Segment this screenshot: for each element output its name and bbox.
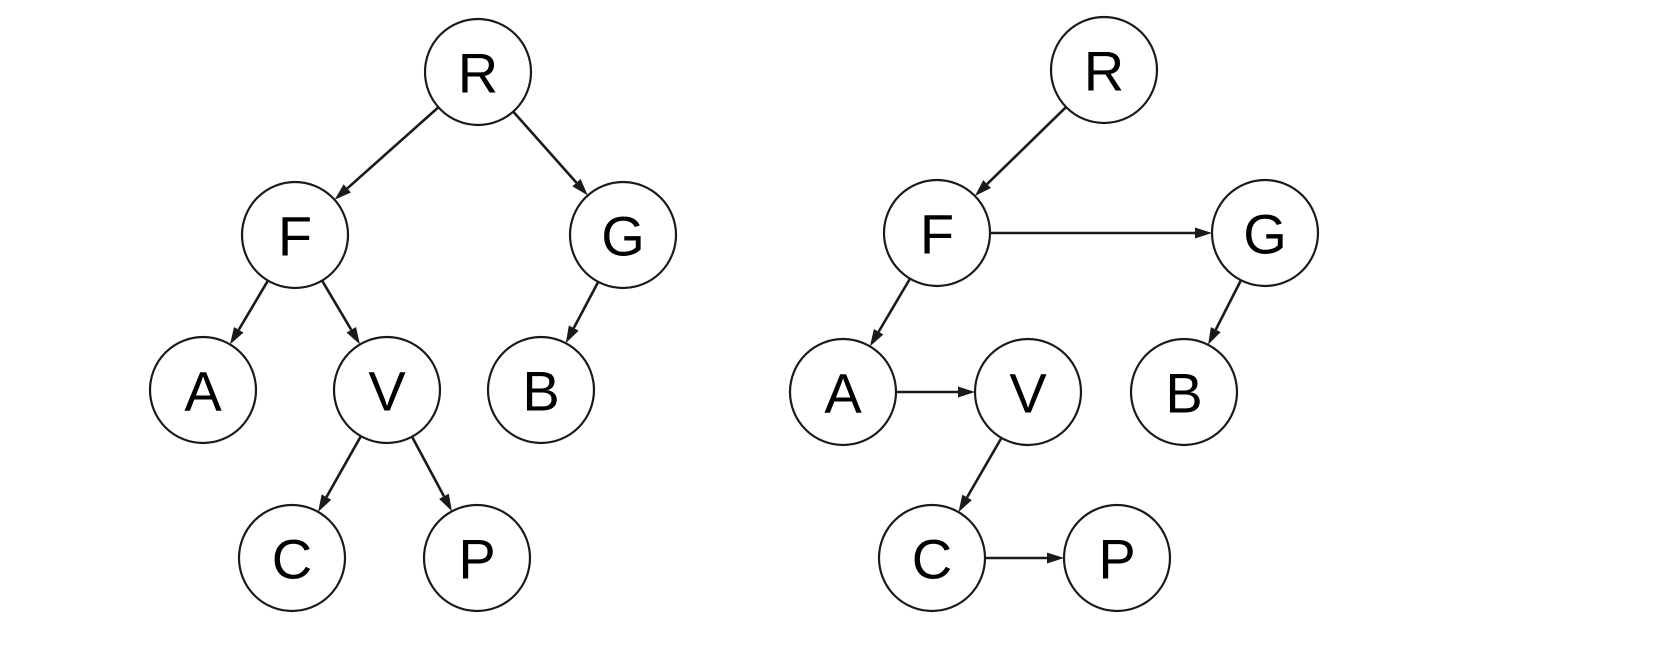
node-circle[interactable] (1062, 503, 1172, 613)
edge-G-to-B (1208, 279, 1243, 345)
arrow-head-icon (958, 494, 972, 513)
node-B[interactable]: B (486, 335, 596, 445)
arrow-head-icon (869, 328, 884, 347)
node-label: P (458, 528, 495, 591)
edge-F-to-A (869, 277, 912, 347)
node-circle[interactable] (148, 335, 258, 445)
node-circle[interactable] (332, 335, 442, 445)
node-circle[interactable] (877, 503, 987, 613)
edge-line (410, 436, 446, 497)
node-label: V (1009, 362, 1047, 425)
node-V[interactable]: V (973, 337, 1083, 447)
edge-V-to-C (958, 437, 1003, 513)
node-label: G (601, 205, 645, 268)
node-label: B (522, 360, 559, 423)
node-P[interactable]: P (422, 503, 532, 613)
edge-A-to-V (896, 386, 975, 398)
nodes-layer: R F G A V B C P R F G A V B C P (148, 15, 1320, 613)
node-circle[interactable] (486, 335, 596, 445)
node-B[interactable]: B (1129, 337, 1239, 447)
edge-line (320, 279, 353, 331)
node-label: R (458, 42, 498, 105)
edges-layer (230, 106, 1243, 564)
edge-line (877, 277, 912, 333)
node-F[interactable]: F (240, 180, 350, 290)
node-label: C (272, 528, 312, 591)
edge-V-to-C (318, 435, 363, 512)
node-label: P (1098, 528, 1135, 591)
tree-layout-graph-nodes: R F G A V B C P (148, 17, 678, 613)
node-circle[interactable] (973, 337, 1083, 447)
node-label: C (912, 528, 952, 591)
node-label: F (920, 203, 954, 266)
edge-line (1214, 279, 1243, 331)
node-C[interactable]: C (237, 503, 347, 613)
edge-F-to-G (990, 227, 1212, 239)
node-R[interactable]: R (1049, 15, 1159, 125)
edge-line (346, 106, 440, 190)
edge-line (325, 435, 363, 498)
node-circle[interactable] (422, 503, 532, 613)
edge-R-to-F (334, 106, 440, 200)
edge-G-to-B (565, 281, 600, 344)
node-circle[interactable] (1129, 337, 1239, 447)
node-A[interactable]: A (788, 337, 898, 447)
node-label: F (278, 205, 312, 268)
edge-R-to-G (512, 110, 588, 196)
node-F[interactable]: F (882, 178, 992, 288)
arrow-head-icon (958, 386, 975, 398)
arrow-head-icon (572, 179, 588, 196)
node-G[interactable]: G (1210, 178, 1320, 288)
arrow-head-icon (230, 327, 244, 345)
arrow-head-icon (1195, 227, 1212, 239)
node-circle[interactable] (882, 178, 992, 288)
node-circle[interactable] (423, 17, 533, 127)
node-circle[interactable] (1049, 15, 1159, 125)
node-circle[interactable] (240, 180, 350, 290)
arrow-head-icon (1208, 327, 1221, 345)
edge-R-to-F (974, 106, 1067, 196)
node-V[interactable]: V (332, 335, 442, 445)
node-label: A (184, 360, 222, 423)
node-R[interactable]: R (423, 17, 533, 127)
arrow-head-icon (565, 325, 579, 344)
edge-line (237, 279, 270, 331)
arrow-head-icon (334, 184, 351, 200)
edge-line (986, 106, 1067, 186)
node-circle[interactable] (568, 180, 678, 290)
edge-line (965, 437, 1003, 499)
arrow-head-icon (439, 493, 452, 512)
edge-F-to-V (320, 279, 360, 345)
node-P[interactable]: P (1062, 503, 1172, 613)
arrow-head-icon (1047, 552, 1064, 564)
left-child-right-sibling-graph-nodes: R F G A V B C P (788, 15, 1320, 613)
node-A[interactable]: A (148, 335, 258, 445)
edge-F-to-A (230, 279, 270, 345)
node-C[interactable]: C (877, 503, 987, 613)
arrow-head-icon (346, 327, 360, 345)
node-G[interactable]: G (568, 180, 678, 290)
node-label: B (1165, 362, 1202, 425)
tree-layout-graph-edges (230, 106, 600, 512)
node-circle[interactable] (1210, 178, 1320, 288)
node-label: A (824, 362, 862, 425)
edge-C-to-P (985, 552, 1064, 564)
node-label: R (1084, 40, 1124, 103)
edge-V-to-P (410, 436, 452, 512)
edge-line (572, 281, 600, 329)
left-child-right-sibling-graph-edges (869, 106, 1243, 564)
node-circle[interactable] (788, 337, 898, 447)
arrow-head-icon (318, 494, 332, 512)
node-circle[interactable] (237, 503, 347, 613)
arrow-head-icon (974, 180, 991, 196)
edge-line (512, 110, 578, 184)
node-label: G (1243, 203, 1287, 266)
node-label: V (368, 360, 406, 423)
